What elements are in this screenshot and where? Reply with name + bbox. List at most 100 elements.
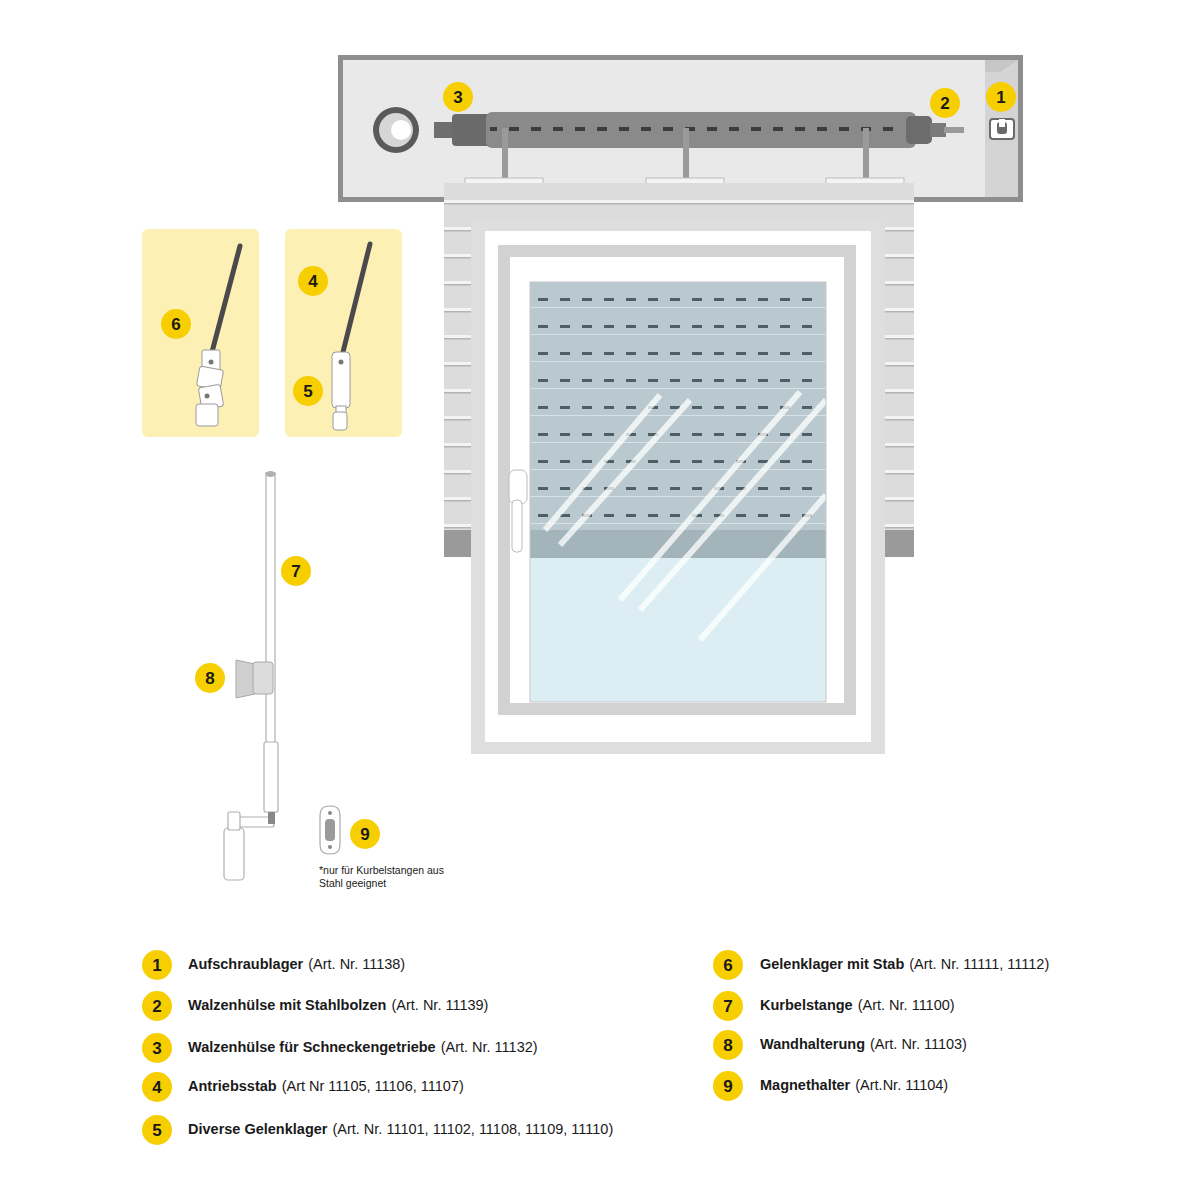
illustration-part: [683, 128, 689, 182]
illustration-part: [444, 203, 914, 205]
illustration-part: [736, 514, 746, 517]
callout-number-text: 9: [360, 826, 369, 843]
callout-number: 1: [142, 950, 172, 980]
illustration-part: [670, 379, 680, 382]
illustration-part: [582, 298, 592, 301]
illustration-part: [538, 406, 548, 409]
illustration-part: [471, 221, 885, 754]
callout-number: 8: [713, 1030, 743, 1060]
illustration-part: [999, 119, 1005, 127]
illustration-part: [626, 298, 636, 301]
illustration-part: [985, 60, 1018, 72]
illustration-part: [692, 298, 702, 301]
illustration-part: [266, 473, 275, 745]
illustration-part: [736, 298, 746, 301]
callout-number: 9: [713, 1071, 743, 1101]
part-name: Wandhalterung: [760, 1036, 865, 1053]
callout-number: 6: [713, 950, 743, 980]
callout-number: 8: [195, 663, 225, 693]
illustration-part: [692, 325, 702, 328]
illustration-part: [545, 395, 660, 530]
illustration-part: [205, 394, 210, 399]
illustration-part: [379, 113, 413, 147]
illustration-part: [692, 406, 702, 409]
illustration-part: [714, 352, 724, 355]
illustration-part: [328, 811, 332, 815]
callout-number: 1: [986, 82, 1016, 112]
callout-number: 7: [713, 991, 743, 1021]
illustration-part: [670, 298, 680, 301]
illustration-part: [444, 200, 914, 203]
callout-number-text: 8: [723, 1037, 732, 1054]
illustration-part: [758, 352, 768, 355]
illustration-part: [391, 120, 411, 140]
illustration-part: [930, 123, 946, 137]
part-name: Diverse Gelenklager: [188, 1121, 327, 1138]
illustration-part: [700, 495, 826, 640]
illustration-part: [236, 660, 255, 698]
callout-number-text: 7: [723, 998, 732, 1015]
illustration-part: [333, 412, 347, 430]
illustration-part: [802, 352, 812, 355]
illustration-part: [626, 487, 636, 490]
illustration-part: [530, 361, 826, 362]
illustration-part: [545, 392, 826, 640]
illustration-part: [253, 662, 273, 694]
illustration-part: [285, 229, 402, 437]
illustration-part: [626, 325, 636, 328]
callout-number-text: 7: [291, 563, 300, 580]
illustration-part: [434, 122, 454, 138]
illustration-part: [780, 298, 790, 301]
illustration-part: [604, 298, 614, 301]
illustration-part: [990, 119, 1014, 139]
illustration-part: [582, 406, 592, 409]
illustration-part: [714, 298, 724, 301]
illustration-part: [802, 379, 812, 382]
illustration-part: [530, 388, 826, 389]
callout-number: 5: [142, 1115, 172, 1145]
illustration-part: [648, 379, 658, 382]
illustration-part: [512, 500, 522, 552]
illustration-part: [224, 473, 278, 880]
part-name: Walzenhülse mit Stahlbolzen: [188, 997, 386, 1014]
illustration-part: [560, 352, 570, 355]
illustration-part: [343, 60, 1018, 197]
illustration-part: [626, 352, 636, 355]
illustration-part: [212, 246, 240, 352]
illustration-part: [714, 433, 724, 436]
callout-number-text: 2: [152, 998, 161, 1015]
article-number: (Art. Nr. 11100): [858, 997, 955, 1014]
callout-number: 3: [142, 1033, 172, 1063]
article-number: (Art.Nr. 11104): [855, 1077, 948, 1094]
article-number: (Art. Nr. 11103): [870, 1036, 967, 1053]
callout-number: 9: [350, 819, 380, 849]
illustration-part: [530, 334, 826, 335]
illustration-part: [670, 352, 680, 355]
illustration-part: [560, 433, 570, 436]
illustration-part: [780, 433, 790, 436]
article-number: (Art. Nr. 11139): [391, 997, 488, 1014]
callout-number-text: 5: [303, 383, 312, 400]
illustration-part: [582, 433, 592, 436]
illustration-part: [510, 257, 844, 703]
illustration-part: [196, 404, 218, 426]
illustration-part: [648, 352, 658, 355]
illustration-part: [338, 55, 1023, 202]
callout-number-text: 6: [171, 316, 180, 333]
illustration-part: [780, 460, 790, 463]
illustration-part: [758, 487, 768, 490]
illustration-part: [530, 469, 826, 470]
callout-number-text: 9: [723, 1078, 732, 1095]
callout-number-text: 5: [152, 1122, 161, 1139]
part-name: Magnethalter: [760, 1077, 850, 1094]
illustration-part: [670, 433, 680, 436]
illustration-part: [509, 470, 527, 504]
illustration-part: [780, 325, 790, 328]
illustration-part: [538, 487, 548, 490]
illustration-part: [604, 514, 614, 517]
article-number: (Art. Nr. 11101, 11102, 11108, 11109, 11…: [332, 1121, 613, 1138]
illustration-part: [582, 325, 592, 328]
illustration-part: [736, 325, 746, 328]
callout-number: 6: [161, 309, 191, 339]
illustration-part: [339, 360, 344, 365]
